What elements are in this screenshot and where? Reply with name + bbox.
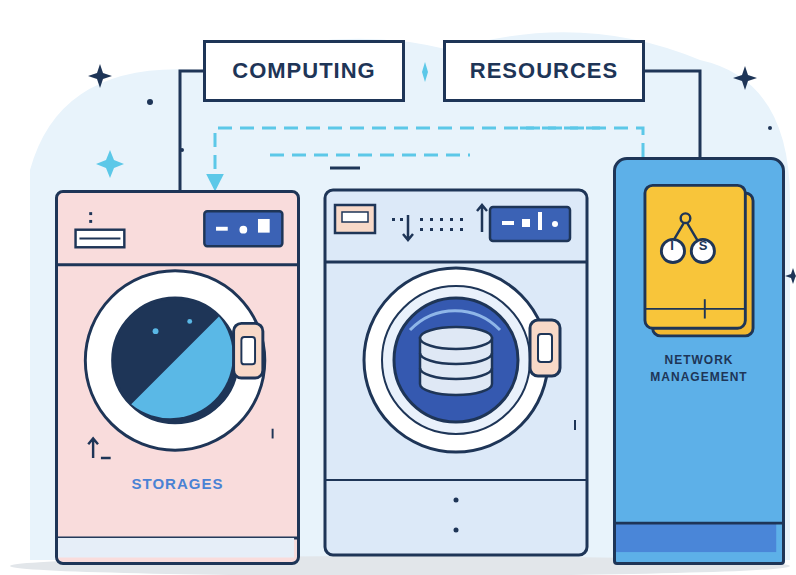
resource-box: RESOURCES: [443, 40, 645, 102]
resource-box: COMPUTING: [203, 40, 405, 102]
node-label: RESOURCES: [470, 58, 618, 84]
connector: [180, 71, 203, 190]
connector: [645, 71, 700, 157]
connector: [215, 128, 643, 188]
node-label: NETWORK MANAGEMENT: [622, 352, 776, 386]
icon-letter: S: [693, 238, 713, 254]
node-label: COMPUTING: [232, 58, 375, 84]
node-label: STORAGES: [58, 475, 297, 492]
storage-washer: STORAGES: [55, 190, 300, 565]
network-kiosk: NETWORK MANAGEMENT: [613, 157, 785, 565]
icon-letter: I: [662, 238, 682, 254]
washer-details: [58, 193, 297, 562]
